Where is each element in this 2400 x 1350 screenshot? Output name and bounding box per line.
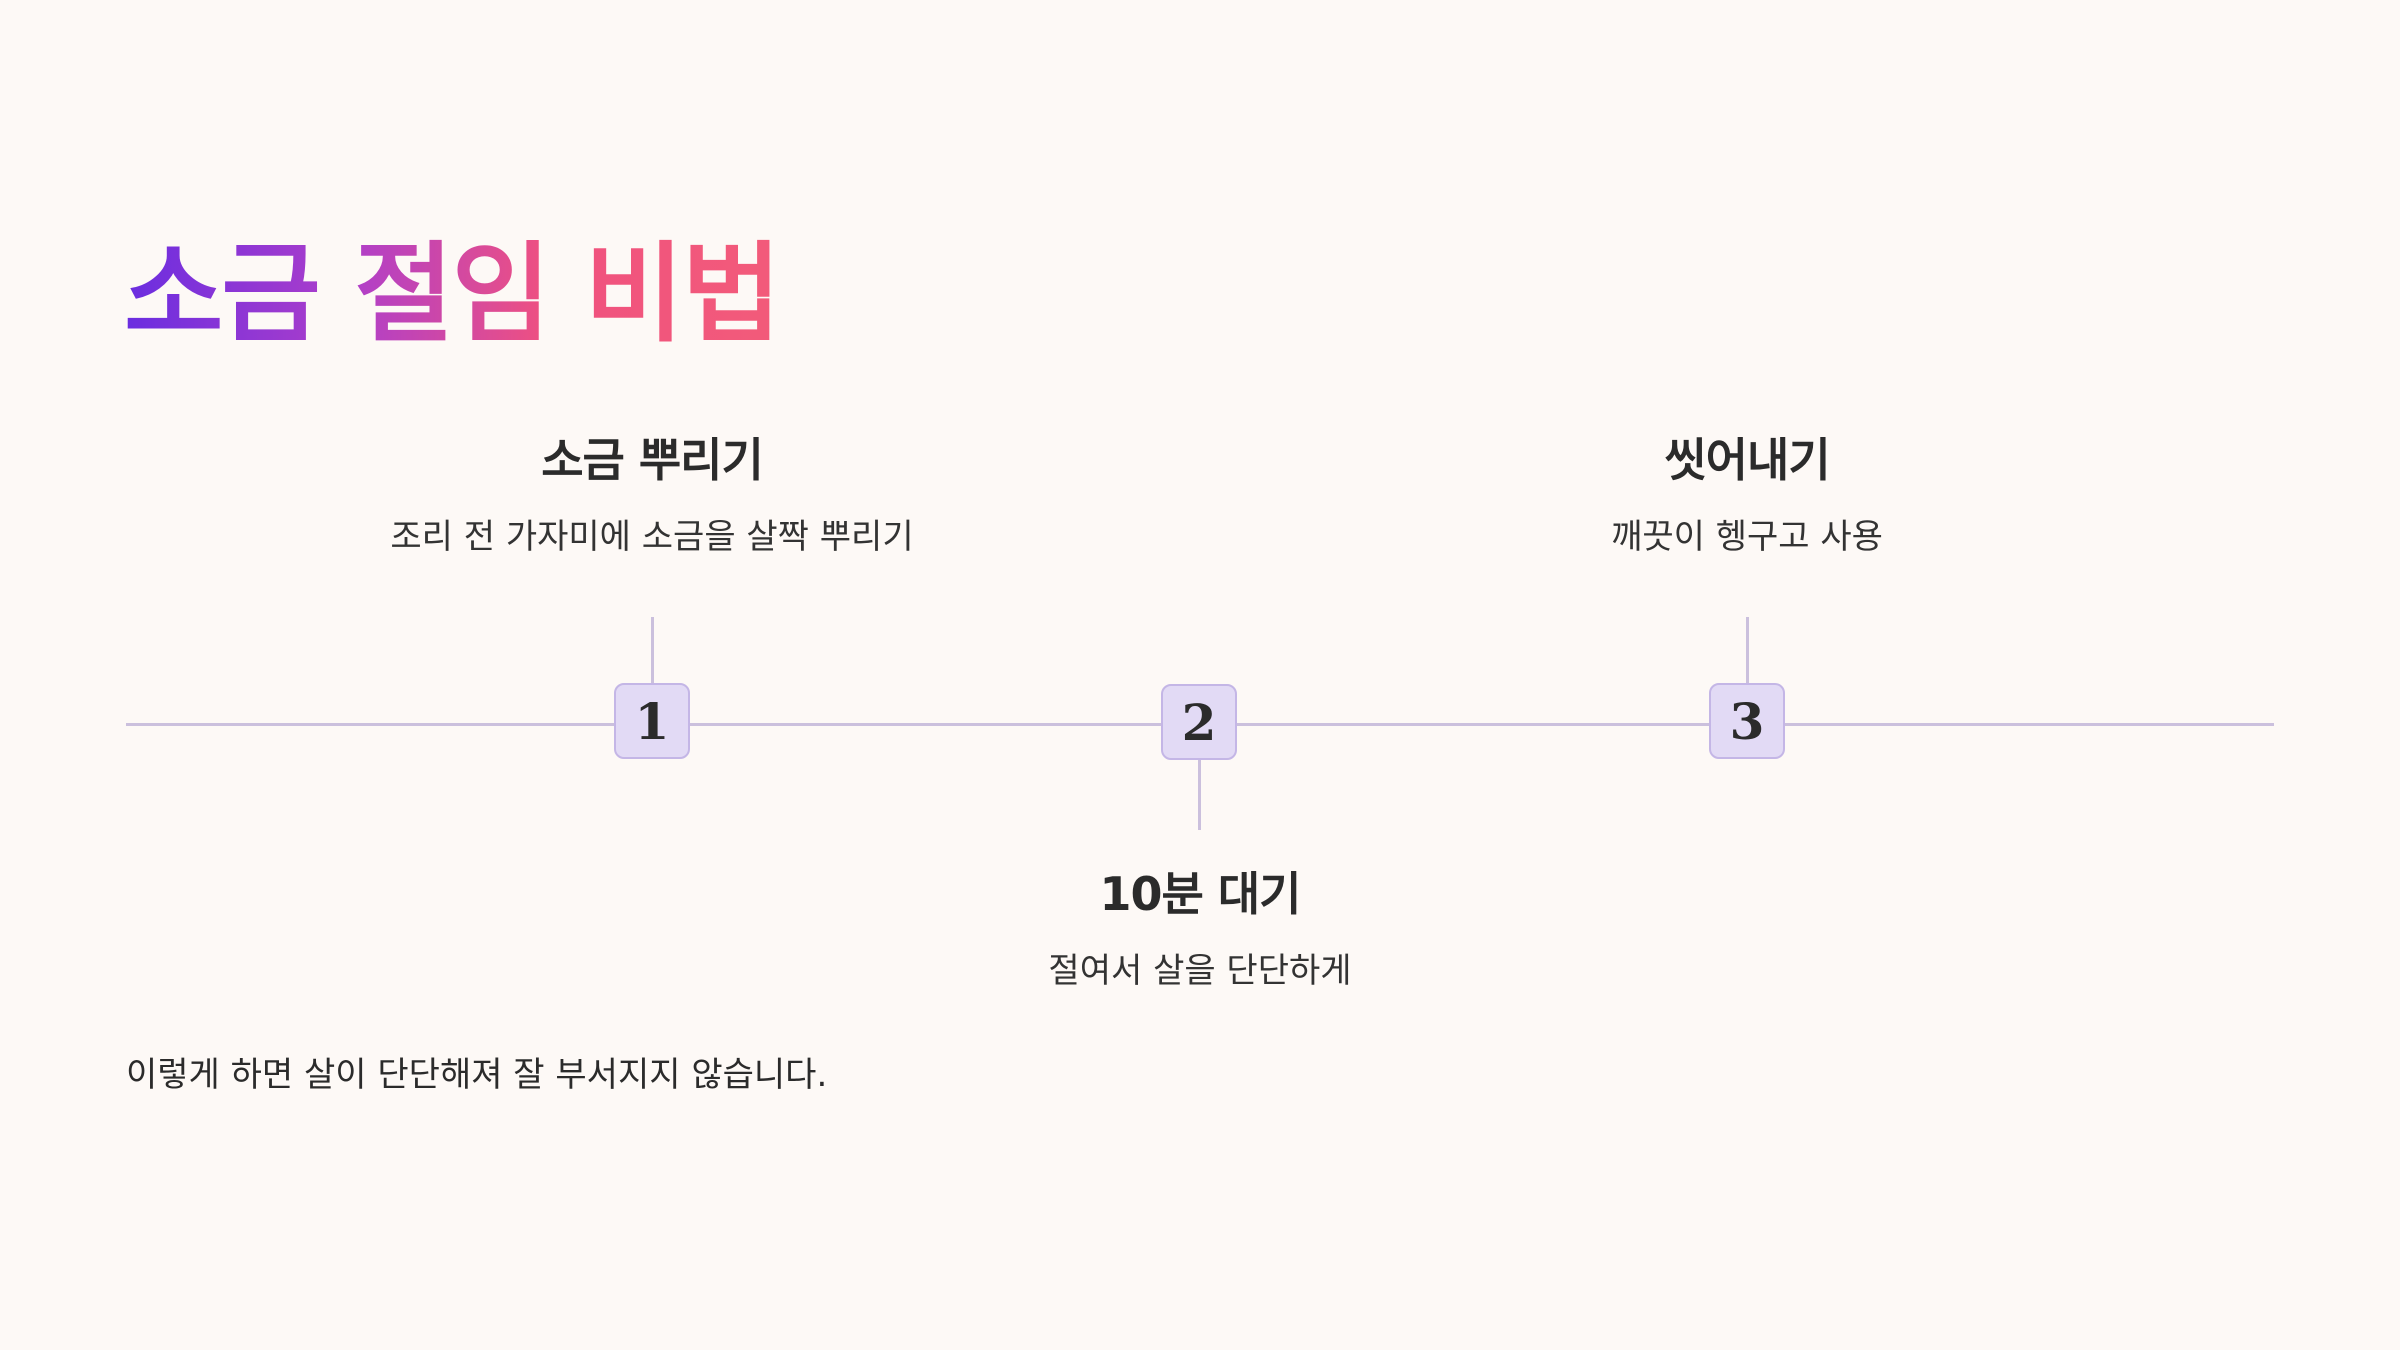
- step-2-title: 10분 대기: [1099, 867, 1302, 921]
- step-1-label: 소금 뿌리기 조리 전 가자미에 소금을 살짝 뿌리기: [272, 430, 1032, 560]
- step-1-title: 소금 뿌리기: [541, 433, 764, 487]
- step-2-label: 10분 대기 절여서 살을 단단하게: [820, 864, 1580, 994]
- page-title: 소금 절임 비법: [124, 230, 781, 360]
- step-2-marker: 2: [1161, 684, 1237, 760]
- step-2-connector: [1198, 760, 1201, 830]
- footer-note: 이렇게 하면 살이 단단해져 잘 부서지지 않습니다.: [126, 1055, 828, 1095]
- step-1-description: 조리 전 가자미에 소금을 살짝 뿌리기: [390, 517, 914, 557]
- step-3-label: 씻어내기 깨끗이 헹구고 사용: [1367, 430, 2127, 560]
- step-3-description: 깨끗이 헹구고 사용: [1611, 517, 1883, 557]
- step-1-connector: [651, 617, 654, 683]
- step-3-title: 씻어내기: [1664, 433, 1830, 487]
- step-3-marker: 3: [1709, 683, 1785, 759]
- step-3-connector: [1746, 617, 1749, 683]
- step-1-marker: 1: [614, 683, 690, 759]
- step-2-description: 절여서 살을 단단하게: [1048, 951, 1352, 991]
